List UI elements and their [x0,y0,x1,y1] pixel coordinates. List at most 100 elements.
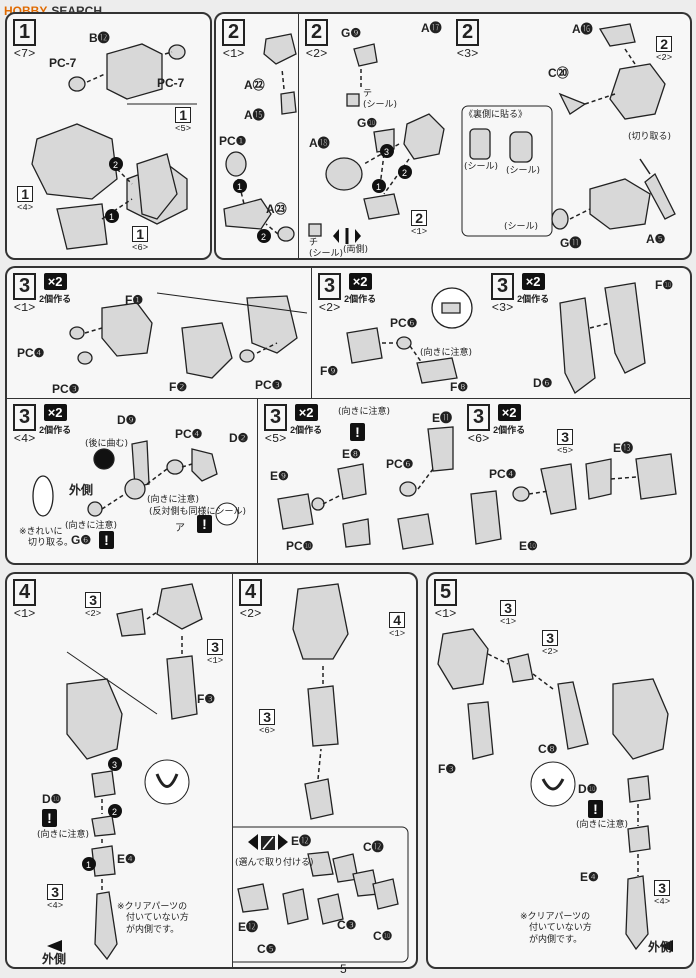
note-clear-part: ※クリアパーツの 付いていない方 が内側です。 [520,912,592,945]
svg-text:3: 3 [384,147,389,157]
step-2-3-illustration [461,23,676,237]
label-a15: A⓯ [244,108,265,122]
label-c12: C⓬ [363,840,384,854]
step-sub: <1> [434,607,457,621]
step-number: 1 [13,19,37,46]
note-cut-off: (切り取る) [628,132,672,142]
label-d10: D❿ [42,792,62,806]
x2-text: 2個作る [290,425,323,435]
ref-3-2: 3<2> [542,630,559,657]
svg-text:3: 3 [112,760,117,770]
ref-3-2: 3<2> [85,592,102,619]
label-pcc: PC❸ [52,382,80,396]
x2-badge: ×2 [43,273,67,290]
note-cut-clean: ※きれいに 切り取る。 [19,527,74,549]
step-3-3-illustration [559,282,646,394]
label-e4: E❹ [117,852,136,866]
x2-text: 2個作る [517,294,550,304]
svg-text:2: 2 [261,232,266,242]
x2-badge: ×2 [348,273,372,290]
x2-badge: ×2 [294,404,318,421]
note-choose: (選んで取り付ける) [235,858,314,868]
warning-icon: ! [588,800,603,818]
step-3-5-illustration [277,426,454,550]
label-pcd: PC❹ [17,346,45,360]
label-c3: C❸ [337,918,357,932]
label-f1: F❶ [125,293,144,307]
note-direction: (向きに注意) [576,820,629,830]
ref-3-4: 3<4> [654,880,671,907]
step-3-2-illustration [346,287,473,384]
label-e4: E❹ [580,870,599,884]
step-2-1-illustration: 1 2 [223,33,297,243]
label-pcc-2: PC❸ [255,378,283,392]
label-g10: G❿ [357,116,378,130]
x2-text: 2個作る [344,294,377,304]
step-sub: <5> [264,432,287,446]
label-outer: 外側 [42,952,67,966]
step-5-1-illustration [437,628,673,952]
label-pcj: PC❿ [286,539,314,553]
label-pc1: PC❶ [219,134,247,148]
step-2-2-illustration: 3 2 1 [308,43,445,244]
note-direction-2: (向きに注意) [147,495,200,505]
svg-text:1: 1 [237,182,242,192]
step-number: 3 [467,404,491,431]
panel-step-1-7: 1<7> 2 1 B⓬ PC-7 PC-7 1<5> 1<4> 1<6> [5,12,212,260]
step-sub: <2> [239,607,262,621]
x2-badge: ×2 [43,404,67,421]
page-number: 5 [340,962,347,976]
step-sub: <6> [467,432,490,446]
step-number: 3 [491,273,515,300]
step-number: 4 [13,579,37,606]
step-number: 4 [239,579,263,606]
note-seal-c: (シール) [504,222,539,232]
label-pc7-right: PC-7 [157,76,185,90]
step-sub: <1> [222,47,245,61]
ref-1-4: 1<4> [17,186,34,213]
note-seal-b: (シール) [506,166,541,176]
step-number: 3 [318,273,342,300]
step-sub: <1> [13,301,36,315]
panel-step-4-1: 4<1> 3 2 1 F❸ D❿ E❹ 外側 (向きに注意) ※クリアパーツの … [5,572,234,969]
ref-3-1: 3<1> [500,600,517,627]
label-f3: F❸ [438,762,457,776]
ref-4-1: 4<1> [389,612,406,639]
label-f2: F❷ [169,380,188,394]
svg-text:2: 2 [113,160,118,170]
note-seal-a: ア [175,523,185,534]
label-c5: C❺ [257,942,277,956]
label-c10: C❿ [373,929,393,943]
note-clear-part: ※クリアパーツの 付いていない方 が内側です。 [117,902,189,935]
warning-icon: ! [197,515,212,533]
warning-icon: ! [350,423,365,441]
panel-step-2-1: 2<1> 1 2 A㉒ A⓯ PC❶ A㉓ [214,12,300,260]
svg-text:1: 1 [109,212,114,222]
x2-text: 2個作る [493,425,526,435]
label-d6: D❻ [533,376,553,390]
panel-step-4-2: 4<2> E⓬ C⓬ C❸ C❿ E⓬ C❺ (選んで取り付ける) 4<1> 3… [232,572,418,969]
note-direction: (向きに注意) [65,521,118,531]
step-sub: <2> [305,47,328,61]
ref-1-6: 1<6> [132,226,149,253]
svg-text:2: 2 [402,168,407,178]
step-sub: <3> [491,301,514,315]
step-4-2-illustration [233,583,409,963]
step-number: 5 [434,579,458,606]
ref-2-2: 2<2> [656,36,673,63]
label-e8: E❽ [342,447,361,461]
warning-icon: ! [99,531,114,549]
label-e13: E⓭ [613,441,634,455]
svg-text:2: 2 [112,807,117,817]
note-both-sides: (両側) [343,245,369,255]
step-sub: <4> [13,432,36,446]
panel-step-2-3: 2<3> A⓰ C⑳ G⓫ A❺ 《裏側に貼る》 (シール) (シール) (シー… [450,12,692,260]
label-pcd: PC❹ [175,427,203,441]
label-f3: F❸ [197,692,216,706]
warning-icon: ! [42,809,57,827]
step-3-6-illustration [470,453,677,545]
label-g11: G⓫ [560,236,582,250]
note-direction: (向きに注意) [37,830,90,840]
panel-step-2-2: 2<2> 3 2 1 G❾ A⓱ A⓲ G❿ テ (シール) チ (シール) (… [298,12,452,260]
